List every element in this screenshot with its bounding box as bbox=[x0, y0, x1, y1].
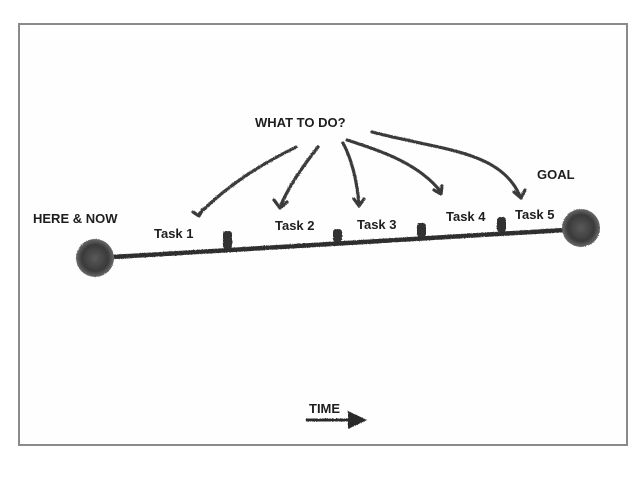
goal-node bbox=[562, 209, 600, 247]
task-marker-1 bbox=[223, 231, 232, 249]
arrow-to-task-5 bbox=[370, 130, 522, 198]
time-arrow-head bbox=[348, 411, 367, 429]
task-label-3: Task 3 bbox=[357, 217, 397, 232]
arrowhead-task-3 bbox=[352, 197, 366, 208]
start-label: HERE & NOW bbox=[33, 211, 118, 226]
arrow-to-task-1 bbox=[197, 145, 298, 216]
task-label-5: Task 5 bbox=[515, 207, 555, 222]
task-label-4: Task 4 bbox=[446, 209, 486, 224]
question-label: WHAT TO DO? bbox=[255, 115, 346, 130]
arrow-to-task-2 bbox=[278, 145, 320, 209]
arrowhead-task-1 bbox=[191, 207, 205, 218]
arrow-to-task-3 bbox=[341, 141, 361, 207]
task-label-2: Task 2 bbox=[275, 218, 315, 233]
goal-label: GOAL bbox=[537, 167, 575, 182]
timeline-line bbox=[93, 226, 585, 261]
task-label-1: Task 1 bbox=[154, 226, 194, 241]
start-node bbox=[76, 239, 114, 277]
arrowhead-task-4 bbox=[432, 184, 444, 196]
time-label: TIME bbox=[309, 401, 341, 416]
arrow-to-task-4 bbox=[345, 138, 443, 194]
task-marker-2 bbox=[333, 229, 342, 242]
arrowhead-task-2 bbox=[272, 198, 289, 210]
arrowhead-task-5 bbox=[512, 188, 527, 200]
task-marker-4 bbox=[497, 217, 506, 232]
task-marker-3 bbox=[417, 223, 426, 237]
